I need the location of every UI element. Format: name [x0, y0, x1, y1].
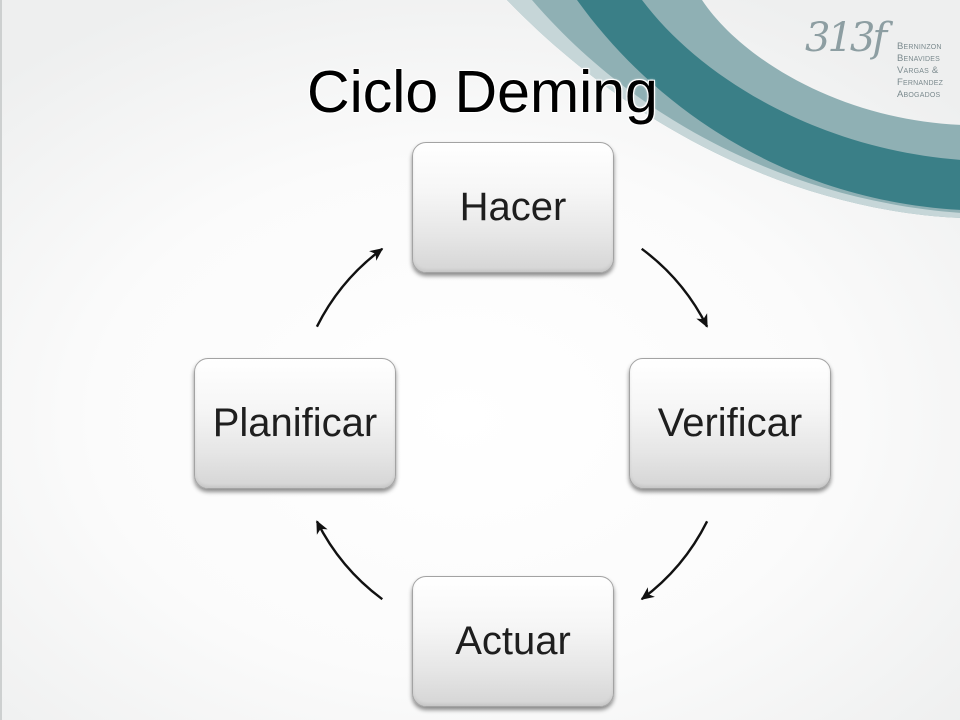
step-box-verificar: Verificar: [629, 358, 831, 489]
step-box-planificar: Planificar: [194, 358, 396, 489]
firm-logo-mark: 313f: [805, 15, 887, 61]
step-box-hacer: Hacer: [412, 142, 614, 273]
cycle-arrow: [640, 247, 709, 328]
cycle-arrow: [640, 520, 709, 601]
swoosh-dark-band: [577, 0, 960, 210]
step-box-actuar: Actuar: [412, 576, 614, 707]
step-label: Planificar: [212, 401, 378, 445]
logo-name-line: Benavides: [897, 53, 941, 64]
header-swoosh: [507, 0, 960, 218]
step-label: Verificar: [657, 401, 803, 445]
cycle-arrow: [315, 520, 384, 601]
firm-logo-name: Berninzon Benavides Vargas & Fernandez A…: [897, 41, 943, 101]
step-label: Actuar: [455, 619, 571, 663]
logo-name-line: Abogados: [897, 89, 941, 100]
slide-title: Ciclo Deming: [307, 59, 658, 125]
logo-name-line: Berninzon: [897, 41, 942, 52]
step-label: Hacer: [459, 185, 567, 229]
cycle-arrow: [315, 247, 384, 328]
logo-name-line: Fernandez: [897, 77, 944, 88]
logo-name-line: Vargas &: [897, 65, 939, 76]
